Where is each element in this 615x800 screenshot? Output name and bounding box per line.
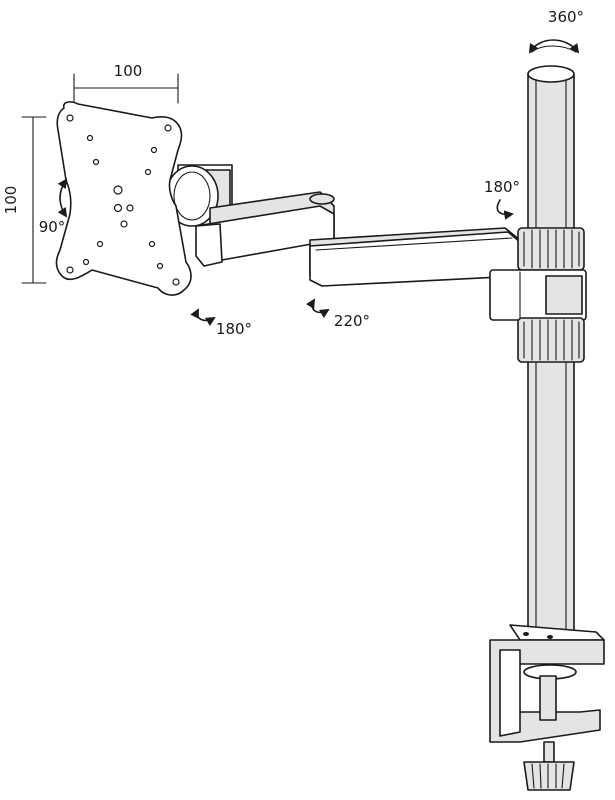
- width-dimension: 100: [73, 62, 179, 104]
- vesa-plate: [55, 101, 192, 296]
- pole-arm-swivel-label: 180°: [484, 178, 520, 196]
- arm-swivel-indicator: 220°: [305, 298, 370, 330]
- width-label: 100: [114, 62, 143, 80]
- upper-collar: [517, 227, 585, 271]
- head-swivel-label: 180°: [216, 320, 252, 338]
- pole-arm-swivel-indicator: 180°: [484, 178, 520, 220]
- tilt-label: 90°: [39, 218, 66, 236]
- height-dimension: 100: [2, 116, 47, 284]
- tilt-indicator: 90°: [39, 178, 68, 236]
- height-label: 100: [2, 186, 20, 215]
- outer-arm: [309, 227, 521, 287]
- head-swivel-indicator: 180°: [190, 308, 252, 338]
- desk-clamp: [489, 624, 605, 743]
- clamp-knob: [523, 741, 575, 791]
- pole-rotation-indicator: 360°: [528, 8, 584, 54]
- arm-swivel-label: 220°: [334, 312, 370, 330]
- pole-rotation-label: 360°: [548, 8, 584, 26]
- arm-clamp-block: [489, 269, 587, 321]
- inner-arm: [195, 191, 335, 267]
- lower-collar: [517, 317, 585, 363]
